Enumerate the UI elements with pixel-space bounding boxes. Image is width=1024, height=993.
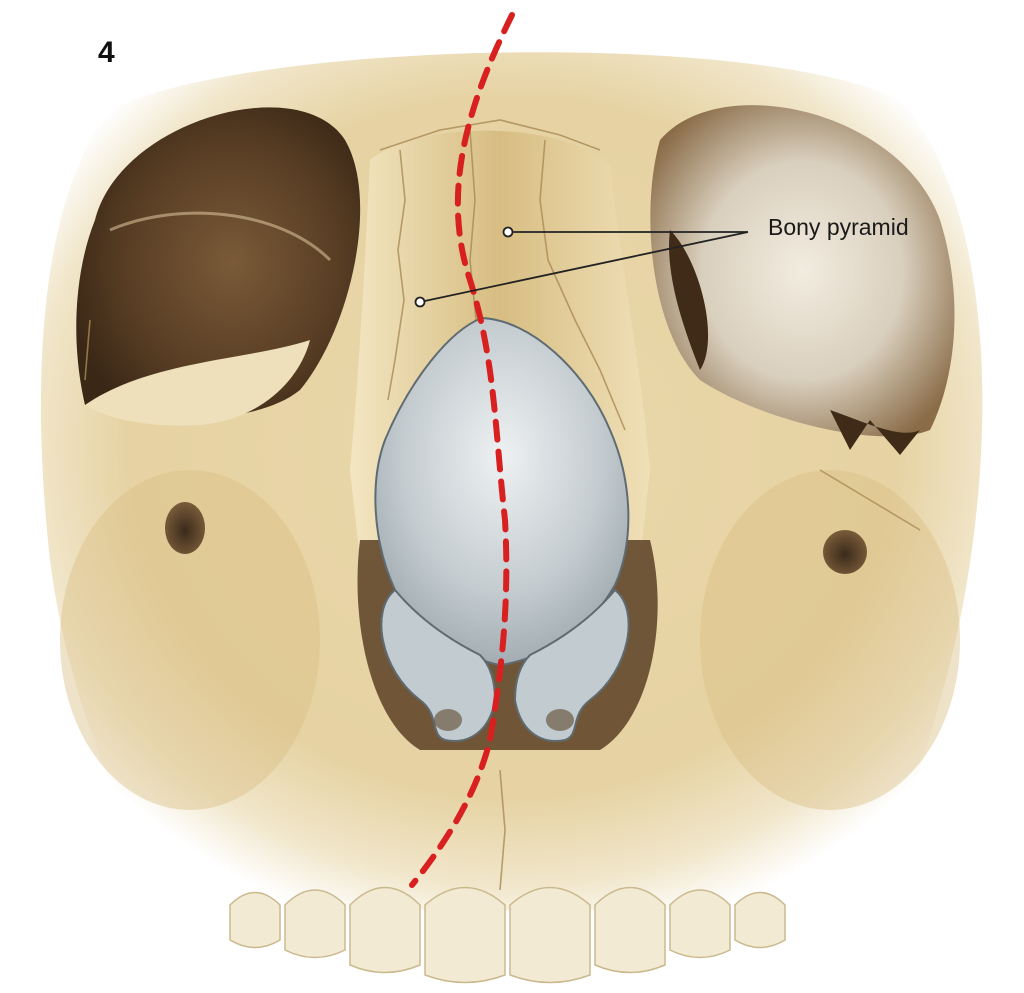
left-foramen — [165, 502, 205, 554]
right-orbit — [650, 105, 955, 437]
callout-point-2 — [414, 296, 426, 308]
callout-point-1 — [502, 226, 514, 238]
deviated-midline — [409, 12, 515, 888]
left-orbit — [76, 107, 361, 419]
right-alar-cartilage — [513, 588, 630, 742]
figure-number: 4 — [98, 36, 115, 69]
teeth — [229, 886, 786, 984]
left-alar-cartilage — [380, 588, 497, 742]
callout-leaders — [419, 231, 749, 303]
suture-lines — [84, 119, 921, 891]
bony-pyramid-label: Bony pyramid — [768, 214, 909, 240]
right-foramen — [823, 530, 867, 574]
